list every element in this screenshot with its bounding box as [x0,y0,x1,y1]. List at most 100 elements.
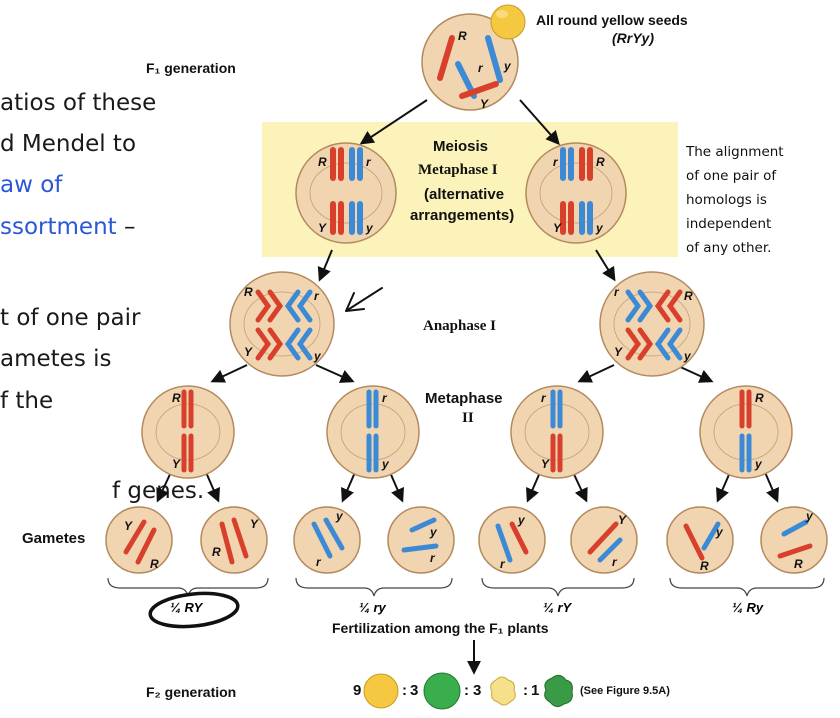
allele-label: r [430,551,436,565]
gamete-fraction-rY: ¼ rY [543,600,571,615]
ratio-sep: : [464,682,469,699]
allele-label: r [316,555,322,569]
arrow [315,364,355,383]
ratio-count: 1 [531,682,540,699]
note-line-3: homologs is [686,192,767,208]
blue-chromosome [781,519,809,537]
metaphase2-cell [510,385,604,479]
allele-label: y [517,513,526,527]
round-yellow-seed-icon [363,673,399,709]
spindle-outlines [155,162,779,461]
gamete-cell [200,506,268,574]
spindle [539,162,613,224]
f2-generation-label: F₂ generation [146,684,237,700]
red-chromosome [683,523,705,561]
allele-label: R [318,155,327,169]
spindle [713,403,779,461]
blue-chromosome [284,289,301,323]
blue-chromosome [409,517,437,533]
gametes-label: Gametes [22,530,86,547]
allele-label: Y [618,513,627,527]
slide-line-6: ametes is [0,346,112,372]
red-chromosome [625,327,642,361]
allele-label: r [612,555,618,569]
red-chromosome [777,543,813,559]
allele-labels: R r y Y R r Y y r R Y y R r Y y r R Y y … [124,29,814,573]
note-line-4: independent [686,216,772,232]
allele-label: R [212,545,221,559]
arrow [317,249,333,282]
genotype: RY [184,600,203,615]
gamete-cell [105,506,173,574]
blue-chromosome [495,523,513,563]
genotype: ry [373,600,386,615]
blue-chromosome [311,521,333,559]
allele-label: y [429,525,438,539]
slide-line-2: d Mendel to [0,131,137,157]
red-chromosome [509,521,529,555]
slide-line-4: ssortment – [0,216,135,239]
red-chromosome [267,289,284,323]
spindle [524,403,590,461]
handwritten-circle [148,591,240,629]
blue-chromosome [284,327,301,361]
blue-chromosome [666,327,683,361]
brace [669,577,825,597]
red-chromosome [587,521,619,555]
spindle [243,291,321,357]
allele-label: Y [614,345,623,359]
blue-chromosome [597,537,623,563]
spindle [309,162,383,224]
allele-label: r [478,61,484,75]
allele-label: Y [172,457,181,471]
spindle [340,403,406,461]
red-chromosome [666,289,683,323]
metaphase2-numeral: II [462,410,474,426]
blue-chromosome [625,289,642,323]
fraction: ¼ [170,600,181,615]
slide-line-4-dash: – [116,214,136,240]
red-chromosome [654,289,671,323]
gamete-cell [387,506,455,574]
allele-label: Y [541,457,550,471]
allele-label: y [754,457,763,471]
fraction: ¼ [543,600,554,615]
note-line-2: of one pair of [686,168,777,184]
allele-label: R [700,559,709,573]
ratio-sep: : [523,682,528,699]
allele-label: y [365,221,374,235]
allele-label: Y [250,517,259,531]
red-chromosome [637,327,654,361]
metaphase2-cell [699,385,793,479]
allele-label: Y [124,519,133,533]
red-chromosome [255,327,272,361]
ratio-count: 9 [353,682,362,699]
note-line-5: of any other. [686,240,772,256]
gamete-fraction-RY: ¼ RY [170,600,202,615]
arrangements-label: arrangements) [410,207,515,224]
metaphase1-cell-right [525,142,627,244]
arrow [519,99,560,146]
allele-label: r [500,557,506,571]
red-chromosome [219,521,235,565]
gamete-fraction-ry: ¼ ry [359,600,386,615]
gamete-cell [760,506,828,574]
red-chromosome [123,519,147,555]
blue-chromosome [637,289,654,323]
allele-label: r [553,155,559,169]
seeds-label: All round yellow seeds [536,12,688,28]
red-chromosome [231,517,249,559]
allele-label: Y [244,345,253,359]
slide-line-4-term: ssortment [0,214,117,240]
yellow-seed-icon [490,4,526,40]
allele-label: R [755,391,764,405]
arrow [359,99,428,145]
gamete-cell [293,506,361,574]
note-line-1: The alignment [686,144,784,160]
arrow [675,364,714,383]
arrow [204,469,220,503]
blue-chromosome [296,327,313,361]
slide-line-3: aw of [0,172,63,198]
f2-seeds [363,672,573,710]
